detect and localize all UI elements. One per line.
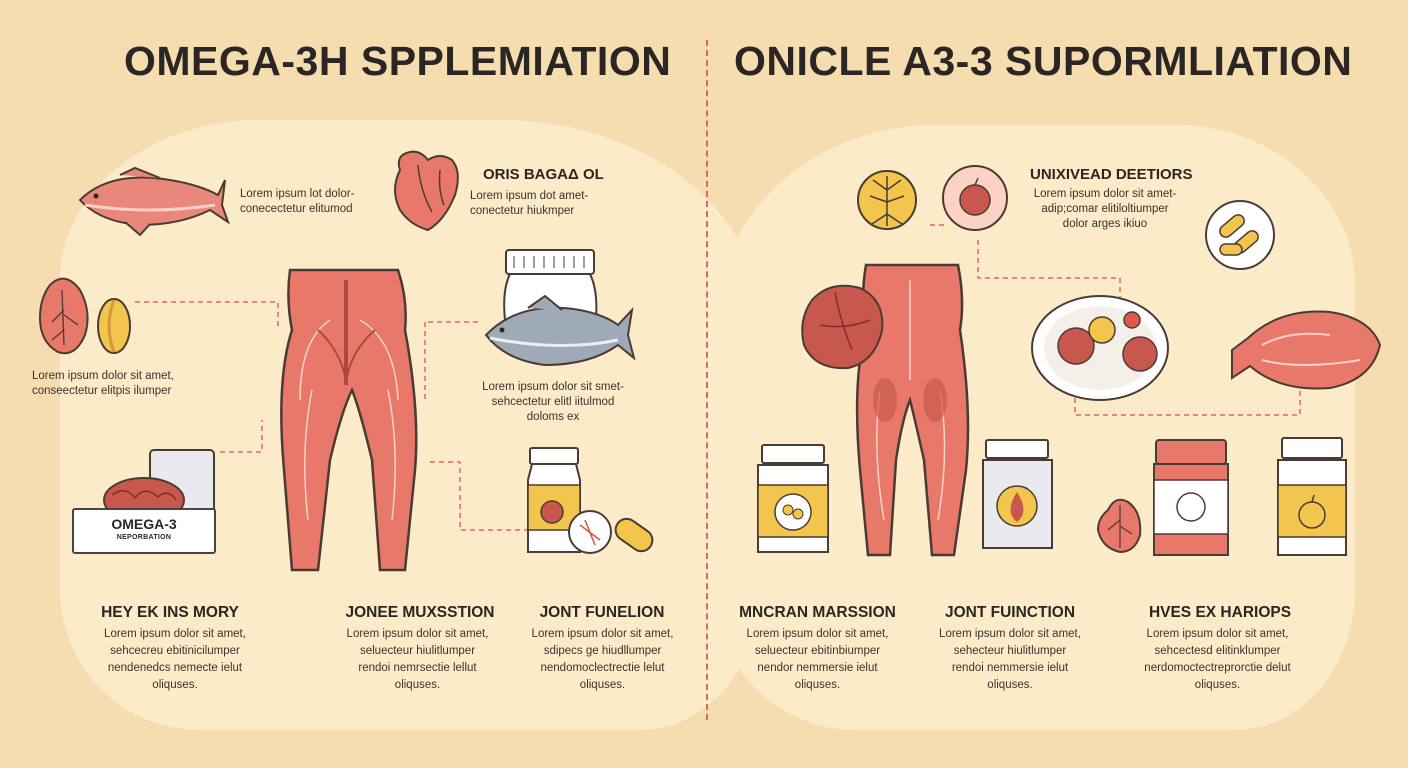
heart-icon [394,150,459,232]
right-benefit-1-body: Lorem ipsum dolor sit amet,seluecteur eb… [746,628,889,691]
legs-icon [280,268,418,572]
right-benefit-2-title: JONT FUINCTION [944,604,1076,621]
apple-icon [942,165,1008,231]
bottle-icon-2 [982,439,1053,549]
salmon-icon [1231,310,1382,390]
diet-caption: Lorem ipsum dolor sit amet-adip;comar el… [1033,188,1177,230]
bottle-icon [527,447,654,554]
left-benefit-2-title: JONEE MUXSSTION [345,604,495,621]
right-title: ONICLE A3-3 SUPORMLIATION [734,38,1353,84]
bottle-icon-1 [757,444,829,553]
organ-icon [801,284,884,370]
fish-caption: Lorem ipsum lot dolor-conecectetur elitu… [240,188,355,215]
left-benefit-2-body: Lorem ipsum dolor sit amet,seluecteur hi… [346,628,489,691]
organ-icon-small [1096,498,1142,554]
bottle-icon-3 [1153,439,1229,556]
right-benefit-2-body: Lorem ipsum dolor sit amet,sehecteur hiu… [939,628,1081,691]
liver-icon [38,277,89,355]
heart-caption: Lorem ipsum dot amet-conectetur hiukmper [470,190,589,217]
legs-icon-right [855,263,970,557]
tuna-icon [484,294,636,367]
left-benefit-3-body: Lorem ipsum dolor sit amet,sdipecs ge hi… [531,628,674,691]
heart-heading: ORIS BAGAΔ OL [483,166,604,183]
center-divider [706,40,708,720]
diet-heading: UNIXIVEAD DEETIORS [1030,166,1193,183]
tuna-caption: Lorem ipsum dolor sit smet-sehcectetur e… [482,381,624,423]
bottle-icon-4 [1277,437,1347,556]
left-benefit-1-title: HEY EK INS MORY [101,604,239,621]
left-benefit-1-body: Lorem ipsum dolor sit amet,sehcecreu ebi… [104,628,246,691]
omega3-box-label: OMEGA-3 NEPORBATION [72,508,216,554]
fish-icon [78,166,230,237]
right-connectors [930,224,1301,416]
plate-icon [1031,295,1169,401]
right-benefit-1-title: MNCRAN MARSSION [739,604,896,621]
left-title: OMEGA-3H SPPLEMIATION [124,38,672,84]
tree-icon [857,170,917,230]
liver-caption: Lorem ipsum dolor sit amet,conseectetur … [32,370,174,397]
left-benefit-3-title: JONT FUNELION [539,604,665,621]
left-connectors [135,301,530,531]
right-benefit-3-body: Lorem ipsum dolor sit amet,sehcectesd el… [1144,628,1291,691]
right-benefit-3-title: HVES EX HARIOPS [1148,604,1292,621]
capsule-icon [97,298,131,354]
capsules-circle-icon [1205,200,1275,270]
